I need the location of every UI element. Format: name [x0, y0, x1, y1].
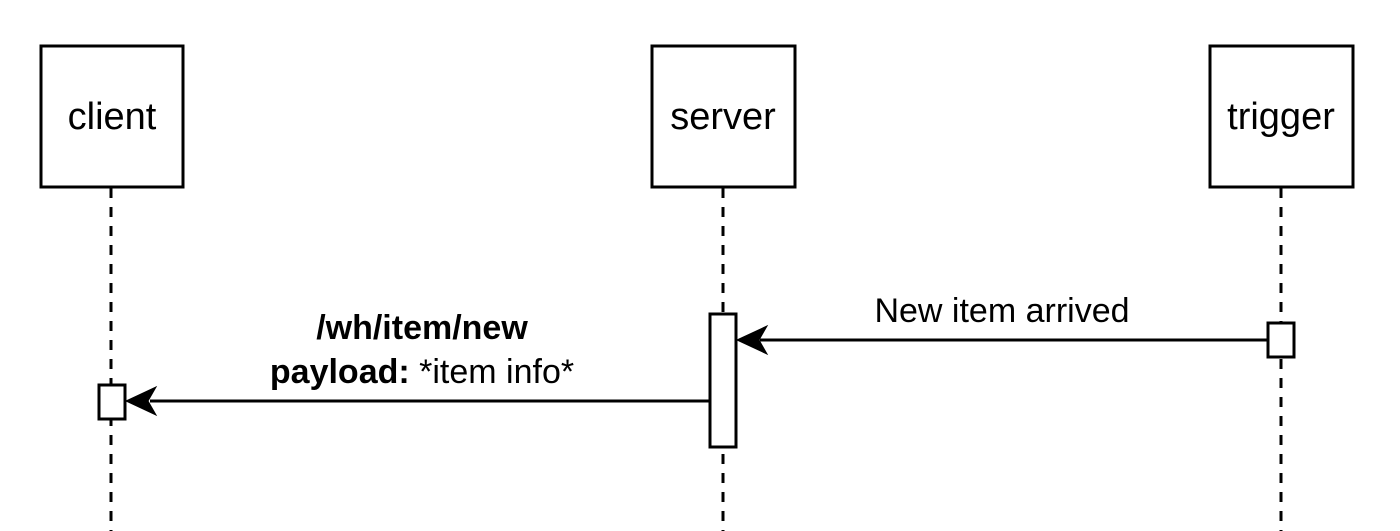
actor-client: client — [39, 44, 185, 189]
actor-client-box — [39, 44, 185, 189]
actor-server-label: server — [670, 96, 776, 138]
message-server-to-client-payload: payload: *item info* — [270, 353, 574, 391]
payload-value: *item info* — [410, 353, 574, 391]
actor-trigger: trigger — [1208, 44, 1355, 189]
message-server-to-client: /wh/item/new payload: *item info* — [124, 309, 710, 417]
payload-key: payload: — [270, 353, 410, 391]
actor-server-box — [650, 44, 797, 189]
actor-trigger-box — [1208, 44, 1355, 189]
message-server-to-client-endpoint: /wh/item/new — [316, 309, 528, 347]
actor-server: server — [650, 44, 797, 189]
message-trigger-to-server-label: New item arrived — [874, 292, 1129, 330]
client-activation-bar — [97, 383, 127, 421]
message-server-to-client-arrowhead — [124, 385, 158, 417]
actor-client-label: client — [68, 96, 157, 138]
actor-trigger-label: trigger — [1227, 96, 1335, 138]
message-trigger-to-server: New item arrived — [735, 292, 1268, 356]
message-trigger-to-server-arrowhead — [735, 324, 769, 356]
trigger-activation-bar — [1266, 321, 1296, 359]
server-activation-bar — [708, 312, 738, 449]
